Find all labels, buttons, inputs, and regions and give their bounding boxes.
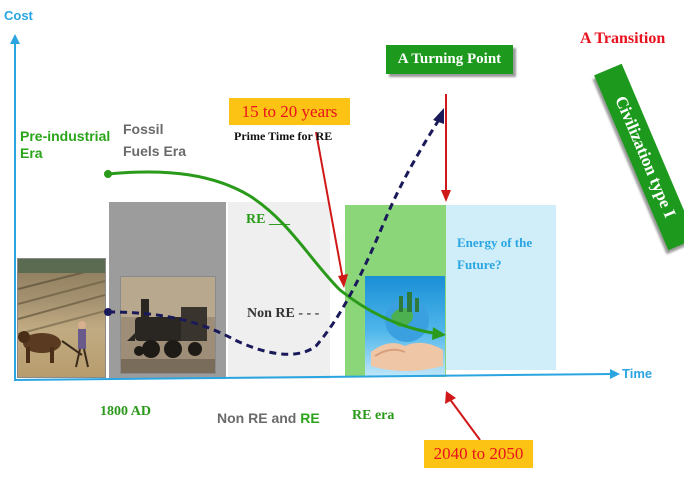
re-curve: [107, 170, 441, 336]
non-re-and-re-label: Non RE and RE: [217, 410, 320, 426]
turning-point-arrowhead-icon: [441, 190, 451, 202]
re-text: RE: [300, 410, 320, 426]
non-re-curve-arrowhead-icon: [433, 108, 444, 124]
plowing-ox-image: [17, 258, 106, 378]
turning-point-callout: A Turning Point: [386, 45, 513, 74]
date-arrow: [448, 397, 481, 441]
years-callout: 15 to 20 years: [229, 98, 350, 125]
re-legend-label: RE ___: [246, 212, 290, 227]
earth-in-hands-image: [365, 276, 445, 376]
date-arrowhead-icon: [445, 391, 456, 404]
re-curve-start-dot: [104, 170, 112, 178]
fossil-fuels-era-label: Fossil Fuels Era: [123, 121, 187, 159]
x-axis: [13, 373, 615, 381]
steam-locomotive-image: [120, 276, 216, 374]
energy-of-future-label: Energy of the Future?: [457, 235, 533, 272]
y-axis-arrowhead-icon: [10, 34, 20, 44]
years-arrowhead-icon: [338, 274, 348, 288]
re-curve-arrowhead-icon: [432, 327, 446, 340]
transition-panel: [228, 202, 330, 379]
date-range-callout: 2040 to 2050: [424, 440, 533, 468]
non-re-curve: [107, 117, 442, 356]
x-axis-label: Time: [622, 366, 653, 381]
y-axis-label: Cost: [4, 8, 33, 23]
non-re-and-text: Non RE and: [217, 410, 301, 426]
years-arrow: [315, 131, 344, 281]
future-panel: [446, 205, 556, 370]
re-era-label: RE era: [352, 408, 395, 423]
non-re-curve-start-dot: [104, 308, 112, 316]
transition-label: A Transition: [580, 30, 666, 47]
x-axis-arrowhead-icon: [610, 369, 620, 379]
prime-time-label: Prime Time for RE: [234, 129, 333, 143]
non-re-legend-label: Non RE - - -: [247, 306, 320, 321]
year-1800-label: 1800 AD: [100, 404, 151, 419]
pre-industrial-era-label: Pre-industrial Era: [20, 128, 111, 161]
